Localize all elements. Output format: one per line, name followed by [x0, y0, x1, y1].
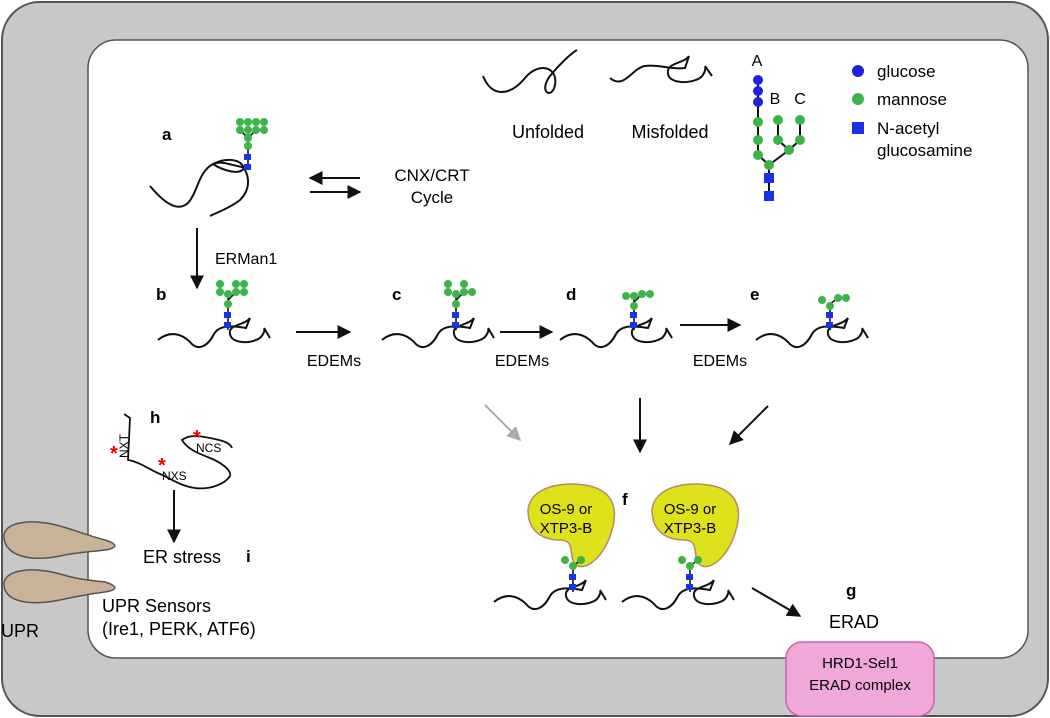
erman1-label: ERMan1	[215, 251, 277, 268]
panel-label-b: b	[156, 285, 166, 304]
er-stress-label: ER stress	[143, 547, 221, 567]
glycan-f1	[561, 556, 585, 592]
glcnac-square	[764, 191, 774, 201]
hrd1-label-2: ERAD complex	[809, 677, 911, 694]
lectin-shape	[651, 483, 740, 568]
panel-label-c: c	[392, 285, 401, 304]
glycan-e	[818, 294, 850, 330]
panel-label-g: g	[846, 581, 856, 600]
glycan-a	[236, 118, 268, 170]
sequon-nxt: NXT	[117, 433, 131, 458]
upr-sensor	[3, 521, 116, 604]
erad-label: ERAD	[829, 612, 879, 632]
glcnac-key-label-1: N-acetyl	[877, 119, 939, 138]
edem-label-1: EDEMs	[307, 353, 361, 370]
unfolded-protein-icon	[482, 49, 578, 94]
glycan-legend-structure	[753, 75, 805, 201]
arrow-e-to-f	[729, 405, 769, 445]
panel-label-d: d	[566, 285, 576, 304]
panel-label-i: i	[246, 547, 251, 566]
glycan-b	[216, 280, 248, 330]
lectin-shape	[527, 483, 616, 568]
glcnac-key-icon	[852, 122, 864, 134]
lectin-label-2: XTP3-B	[664, 520, 717, 537]
panel-label-h: h	[150, 408, 160, 427]
glycan-d	[622, 290, 654, 330]
mannose-key-icon	[852, 93, 864, 105]
panel-label-e: e	[750, 285, 759, 304]
lectin-label-1: OS-9 or	[540, 501, 593, 518]
misfolded-protein-icon	[609, 55, 713, 84]
mannose-dot	[773, 115, 783, 125]
glycosylation-asterisk: *	[110, 443, 118, 465]
lectin-label-2: XTP3-B	[540, 520, 593, 537]
mannose-dot	[795, 115, 805, 125]
sequon-nxs: NXS	[162, 469, 187, 483]
cycle-label-2: Cycle	[411, 188, 454, 207]
panel-label-a: a	[162, 125, 172, 144]
erad-arrow	[751, 587, 802, 617]
edem-label-3: EDEMs	[693, 353, 747, 370]
glucose-key-label: glucose	[877, 62, 936, 81]
mannose-dot	[773, 135, 783, 145]
misfolded-label: Misfolded	[631, 122, 708, 142]
glucose-key-icon	[852, 65, 864, 77]
hrd1-complex	[785, 641, 935, 717]
glycan-c	[444, 280, 476, 330]
protein-f2	[621, 579, 735, 611]
glycan-f2	[678, 556, 702, 592]
branch-c-label: C	[794, 91, 806, 108]
mannose-dot	[764, 160, 774, 170]
glcnac-square	[764, 173, 774, 183]
mannose-dot	[753, 150, 763, 160]
mannose-dot	[753, 135, 763, 145]
gray-arrow-to-f	[484, 404, 521, 441]
branch-b-label: B	[770, 91, 781, 108]
protein-a-tail	[209, 167, 250, 217]
er-lumen	[87, 39, 1029, 659]
glucose-dot	[753, 86, 763, 96]
panel-label-f: f	[622, 490, 628, 509]
glycosylation-asterisk: *	[193, 427, 201, 449]
lectin-label-1: OS-9 or	[664, 501, 717, 518]
sequon-ncs: NCS	[196, 441, 221, 455]
glucose-dot	[753, 97, 763, 107]
hrd1-label-1: HRD1-Sel1	[822, 655, 898, 672]
mannose-dot	[753, 117, 763, 127]
branch-a-label: A	[752, 53, 763, 70]
edem-label-2: EDEMs	[495, 353, 549, 370]
protein-b	[157, 317, 271, 349]
unfolded-label: Unfolded	[512, 122, 584, 142]
mannose-key-label: mannose	[877, 90, 947, 109]
glycosylation-asterisk: *	[158, 455, 166, 477]
cycle-label-1: CNX/CRT	[394, 166, 469, 185]
mannose-dot	[784, 145, 794, 155]
glcnac-key-label-2: glucosamine	[877, 141, 972, 160]
upr-sensors-label-2: (Ire1, PERK, ATF6)	[102, 619, 256, 639]
upr-sensors-label-1: UPR Sensors	[102, 596, 211, 616]
mannose-dot	[795, 135, 805, 145]
upr-label: UPR	[1, 621, 39, 641]
glucose-dot	[753, 75, 763, 85]
nascent-chain	[123, 413, 233, 490]
